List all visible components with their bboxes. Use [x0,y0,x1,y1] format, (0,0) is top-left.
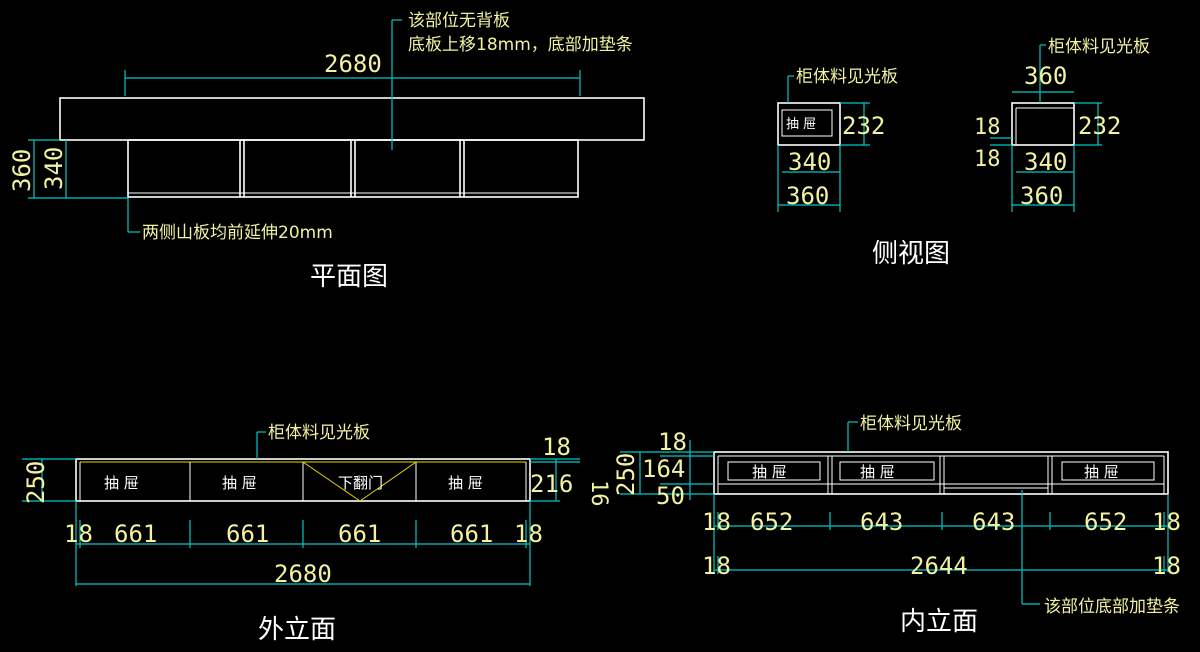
outer-dim-total: 2680 [274,560,332,588]
outer-width-0: 18 [64,520,93,548]
side-right-outer-width: 360 [1020,182,1063,210]
plan-note-top-1: 该部位无背板 [408,11,510,31]
outer-width-3: 661 [338,520,381,548]
side-right-top-width: 360 [1024,62,1067,90]
outer-flap-door: 下翻门 [338,474,383,492]
inner-width-5: 18 [1152,508,1181,536]
inner-width-0: 18 [702,508,731,536]
outer-flap-diag [359,461,417,502]
side-left-height: 232 [842,112,885,140]
side-left-note: 柜体料见光板 [796,67,898,87]
inner-width-1: 652 [750,508,793,536]
outer-title: 外立面 [258,615,336,645]
outer-width-4: 661 [450,520,493,548]
side-left-inner-width: 340 [788,148,831,176]
side-left-outer-width: 360 [786,182,829,210]
outer-note: 柜体料见光板 [268,423,370,443]
inner-note-bottom: 该部位底部加垫条 [1044,597,1180,617]
inner-width-3: 643 [972,508,1015,536]
plan-dim-depth-inner: 340 [40,147,68,190]
inner-drawer-box-2 [839,461,935,481]
inner-width-2: 643 [860,508,903,536]
outer-dim-height: 250 [22,461,50,504]
plan-dim-depth-outer: 360 [8,149,36,192]
side-right-dim-b: 18 [974,147,1001,172]
plan-view: 2680 360 340 该部位无背板 底板上移18mm，底部加垫条 两侧山板均… [8,11,645,292]
outer-dim-right-top: 18 [542,433,571,461]
plan-note-bottom: 两侧山板均前延伸20mm [142,223,333,243]
inner-drawer-1: 抽 屉 [752,463,787,481]
plan-cabinet-outline [127,139,579,198]
inner-cabinet [713,451,1169,495]
outer-dim-right-bottom: 216 [530,470,573,498]
side-right-dim-a: 18 [974,115,1001,140]
inner-dim-total: 2644 [910,552,968,580]
outer-drawer-2: 抽 屉 [222,474,257,492]
side-left-drawer-label: 抽 屉 [786,117,816,132]
plan-note-top-2: 底板上移18mm，底部加垫条 [408,35,633,55]
outer-dim-right-mid: 16 [586,480,611,507]
outer-width-2: 661 [226,520,269,548]
side-right-height: 232 [1078,112,1121,140]
inner-drawer-box-3 [1061,461,1155,481]
side-title: 侧视图 [872,239,950,269]
outer-drawer-4: 抽 屉 [448,474,483,492]
outer-width-5: 18 [514,520,543,548]
inner-dim-164: 164 [642,455,685,483]
side-right-note: 柜体料见光板 [1048,37,1150,57]
inner-dim-18: 18 [658,428,687,456]
inner-drawer-2: 抽 屉 [860,463,895,481]
plan-dim-total: 2680 [324,50,382,78]
outer-elevation: 抽 屉 抽 屉 下翻门 抽 屉 柜体料见光板 250 18 16 216 18 … [22,423,611,645]
side-left-box [777,102,841,146]
inner-note-top: 柜体料见光板 [860,414,962,434]
outer-drawer-1: 抽 屉 [104,474,139,492]
inner-drawer-3: 抽 屉 [1084,463,1119,481]
plan-hatched-wall [59,97,645,141]
side-left-drawer [781,109,833,137]
side-right-box [1011,102,1075,146]
inner-dim-50: 50 [656,482,685,510]
plan-title: 平面图 [310,262,388,292]
inner-title: 内立面 [900,607,978,637]
outer-flap-diag [302,461,361,502]
inner-width-4: 652 [1084,508,1127,536]
inner-elevation: 抽 屉 抽 屉 抽 屉 柜体料见光板 该部位底部加垫条 250 18 164 5… [612,414,1181,637]
outer-width-1: 661 [114,520,157,548]
inner-dim-height: 250 [612,453,640,496]
side-right-inner-width: 340 [1024,148,1067,176]
inner-drawer-box-1 [727,461,821,481]
side-view: 抽 屉 柜体料见光板 232 340 360 柜体料见光板 360 232 18… [777,37,1150,269]
inner-bottom-left: 18 [702,552,731,580]
inner-bottom-right: 18 [1152,552,1181,580]
